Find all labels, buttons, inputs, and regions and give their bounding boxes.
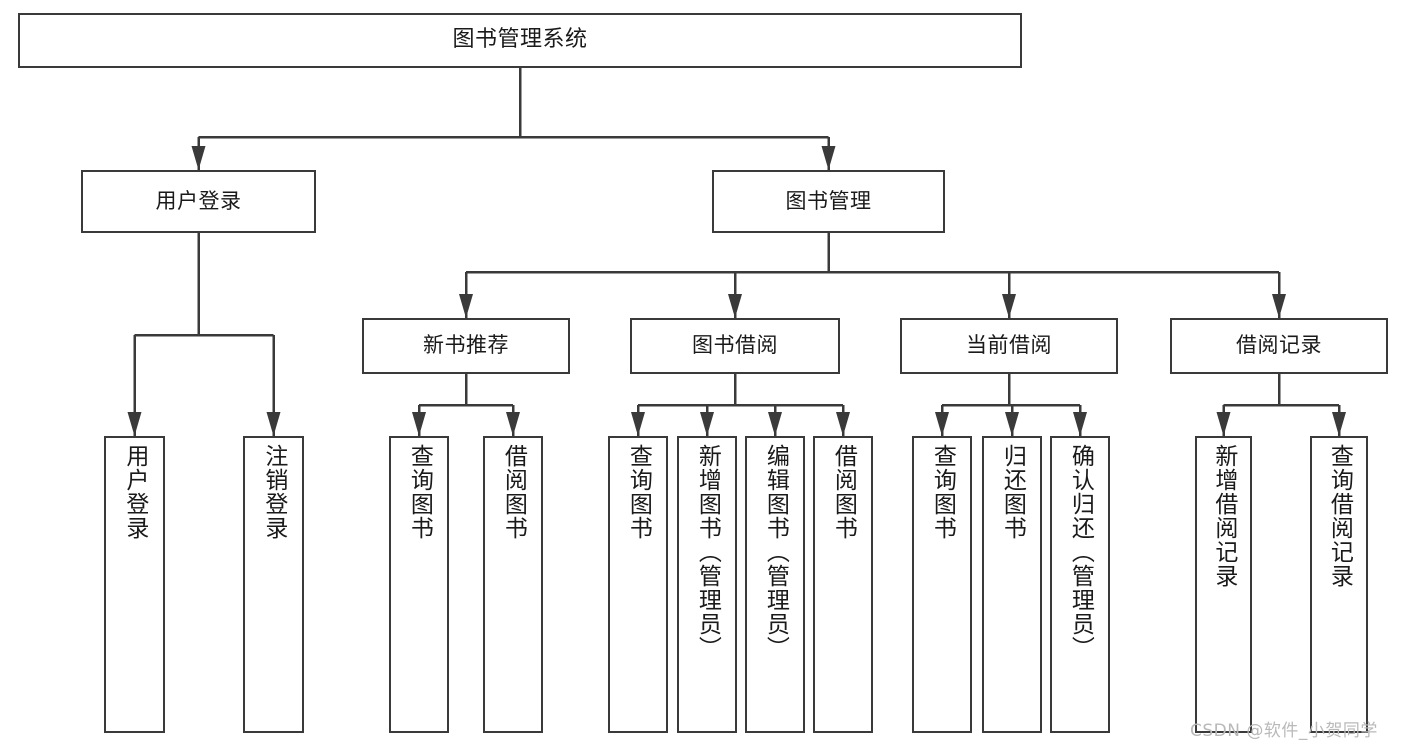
node-leaf-user-login[interactable]: 用户登录 (104, 436, 165, 733)
node-label: 查询图书 (929, 444, 956, 540)
node-leaf-confirm-return[interactable]: 确认归还（管理员） (1050, 436, 1110, 733)
node-root[interactable]: 图书管理系统 (18, 13, 1022, 68)
node-user-login[interactable]: 用户登录 (81, 170, 316, 233)
node-label: 用户登录 (155, 188, 242, 213)
node-leaf-add-record[interactable]: 新增借阅记录 (1195, 436, 1252, 733)
node-label: 借阅图书 (830, 444, 857, 540)
node-label: 图书借阅 (692, 333, 778, 358)
node-leaf-query-book-1[interactable]: 查询图书 (389, 436, 449, 733)
node-current-borrow[interactable]: 当前借阅 (900, 318, 1118, 374)
node-label: 查询图书 (406, 444, 433, 540)
node-label: 查询借阅记录 (1326, 444, 1353, 588)
node-leaf-borrow-book-1[interactable]: 借阅图书 (483, 436, 543, 733)
node-label: 借阅图书 (500, 444, 527, 540)
node-leaf-user-logout[interactable]: 注销登录 (243, 436, 304, 733)
node-label: 借阅记录 (1236, 333, 1322, 358)
node-leaf-query-book-3[interactable]: 查询图书 (912, 436, 972, 733)
node-label: 新增借阅记录 (1210, 444, 1237, 588)
node-label: 新增图书（管理员） (694, 444, 721, 660)
node-label: 图书管理 (785, 188, 872, 213)
node-leaf-return-book[interactable]: 归还图书 (982, 436, 1042, 733)
node-label: 图书管理系统 (452, 27, 588, 53)
node-label: 当前借阅 (966, 333, 1052, 358)
node-leaf-borrow-book-2[interactable]: 借阅图书 (813, 436, 873, 733)
node-label: 查询图书 (625, 444, 652, 540)
node-label: 用户登录 (121, 444, 148, 540)
node-borrow-record[interactable]: 借阅记录 (1170, 318, 1388, 374)
csdn-watermark: CSDN @软件_小贺同学 (1190, 721, 1378, 741)
node-leaf-add-book[interactable]: 新增图书（管理员） (677, 436, 737, 733)
node-book-borrow[interactable]: 图书借阅 (630, 318, 840, 374)
node-label: 新书推荐 (423, 333, 509, 358)
node-leaf-query-book-2[interactable]: 查询图书 (608, 436, 668, 733)
node-label: 归还图书 (999, 444, 1026, 540)
node-leaf-edit-book[interactable]: 编辑图书（管理员） (745, 436, 805, 733)
node-new-book-recommend[interactable]: 新书推荐 (362, 318, 570, 374)
node-label: 编辑图书（管理员） (762, 444, 789, 660)
node-leaf-query-record[interactable]: 查询借阅记录 (1310, 436, 1368, 733)
node-book-manage[interactable]: 图书管理 (712, 170, 945, 233)
node-label: 注销登录 (260, 444, 287, 540)
node-label: 确认归还（管理员） (1067, 444, 1094, 660)
